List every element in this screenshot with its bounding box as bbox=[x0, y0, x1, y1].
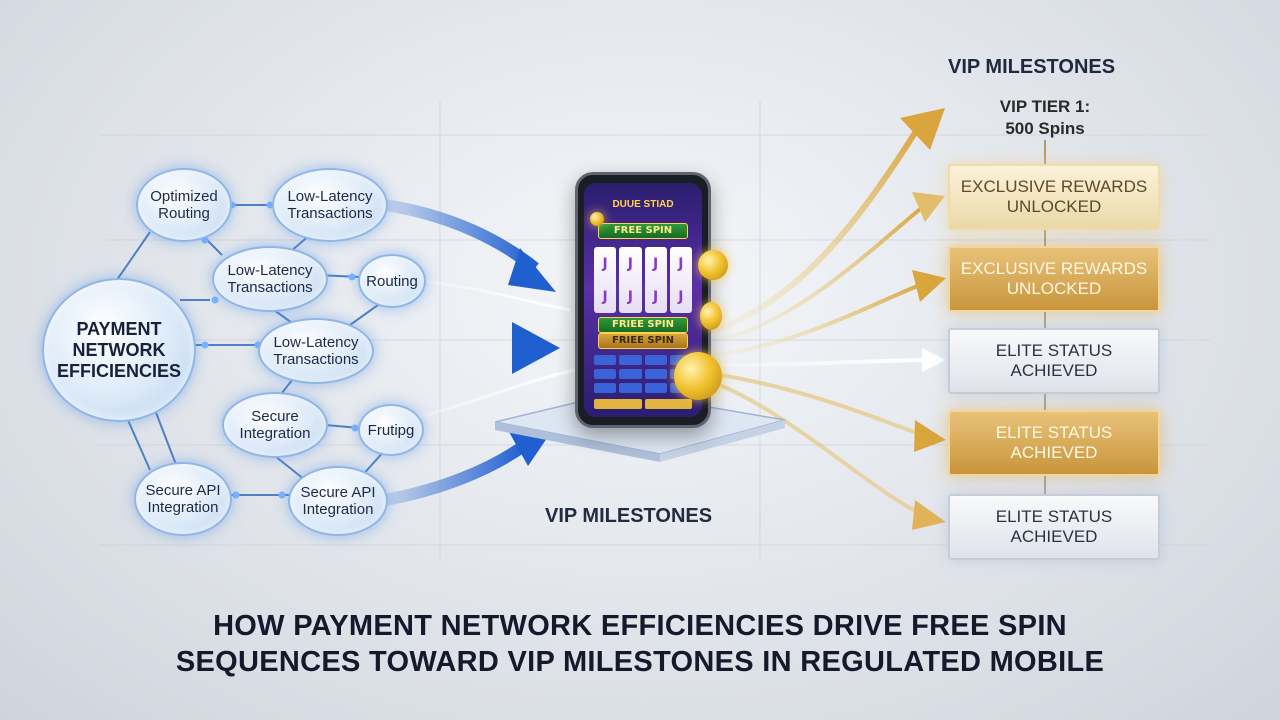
output-arrow-tier bbox=[713, 123, 923, 333]
network-node-low-latency-lower: Low-Latency Transactions bbox=[258, 318, 374, 384]
game-title: DUUE STIAD bbox=[612, 199, 674, 210]
milestone-label: ELITE STATUS ACHIEVED bbox=[995, 423, 1113, 462]
milestone-exclusive-rewards: EXCLUSIVE REWARDS UNLOCKED bbox=[948, 164, 1160, 230]
node-label: Secure API Integration bbox=[300, 484, 376, 518]
network-node-routing: Routing bbox=[358, 254, 426, 308]
free-spin-banner-top: FREE SPIN bbox=[598, 223, 688, 239]
milestone-label: ELITE STATUS ACHIEVED bbox=[995, 507, 1113, 546]
network-node-secure-api-right: Secure API Integration bbox=[288, 466, 388, 536]
output-arrow-1 bbox=[719, 203, 927, 342]
milestone-elite-status: ELITE STATUS ACHIEVED bbox=[948, 328, 1160, 394]
reel-symbol: J bbox=[627, 288, 633, 305]
reel-symbol: J bbox=[678, 255, 684, 272]
gold-coin-icon bbox=[700, 302, 722, 330]
network-junctions bbox=[146, 201, 359, 499]
output-arrow-3 bbox=[719, 358, 926, 367]
input-arrow-bottom bbox=[383, 440, 529, 506]
node-label: Routing bbox=[366, 272, 418, 290]
reel-symbol: J bbox=[653, 288, 659, 305]
node-label: Low-Latency Transactions bbox=[273, 334, 359, 368]
output-arrow-4 bbox=[719, 373, 926, 438]
network-node-low-latency-middle: Low-Latency Transactions bbox=[212, 246, 328, 312]
slot-game-screen: DUUE STIAD FREE SPIN J J J J J J J J bbox=[584, 183, 702, 417]
output-arrows bbox=[713, 108, 946, 530]
gold-coin-icon bbox=[698, 250, 728, 280]
network-node-optimized-routing: Optimized Routing bbox=[136, 168, 232, 242]
headline-line-1: HOW PAYMENT NETWORK EFFICIENCIES DRIVE F… bbox=[213, 610, 1067, 642]
network-node-secure-api-left: Secure API Integration bbox=[134, 462, 232, 536]
slot-reel: J J bbox=[594, 247, 617, 313]
slot-reels: J J J J J J J J bbox=[594, 247, 692, 313]
gold-coin-icon bbox=[590, 212, 604, 226]
node-label: Secure Integration bbox=[239, 408, 311, 442]
milestone-label: EXCLUSIVE REWARDS UNLOCKED bbox=[960, 177, 1148, 216]
reel-symbol: J bbox=[653, 255, 659, 272]
center-label: VIP MILESTONES bbox=[545, 505, 713, 527]
hub-node-label: PAYMENT NETWORK EFFICIENCIES bbox=[56, 318, 181, 381]
network-node-frutipg: Frutipg bbox=[358, 404, 424, 456]
milestone-elite-status: ELITE STATUS ACHIEVED bbox=[948, 410, 1160, 476]
node-label: Optimized Routing bbox=[150, 188, 218, 222]
slot-reel: J J bbox=[669, 247, 692, 313]
hub-node: PAYMENT NETWORK EFFICIENCIES bbox=[42, 278, 196, 422]
milestone-elite-status: ELITE STATUS ACHIEVED bbox=[948, 494, 1160, 560]
vip-tier-label: VIP TIER 1: 500 Spins bbox=[999, 97, 1091, 138]
reel-symbol: J bbox=[678, 288, 684, 305]
output-arrow-5 bbox=[719, 383, 926, 518]
milestone-label: ELITE STATUS ACHIEVED bbox=[995, 341, 1113, 380]
reel-symbol: J bbox=[602, 288, 608, 305]
input-stream-lower bbox=[409, 368, 576, 422]
mobile-phone: DUUE STIAD FREE SPIN J J J J J J J J bbox=[575, 172, 711, 428]
node-label: Secure API Integration bbox=[145, 482, 221, 516]
milestones-title: VIP MILESTONES bbox=[948, 56, 1116, 78]
reel-symbol: J bbox=[627, 255, 633, 272]
gold-coin-icon bbox=[674, 352, 722, 400]
network-node-low-latency-top: Low-Latency Transactions bbox=[272, 168, 388, 242]
free-spin-banner-lower: FRIEE SPIN bbox=[598, 333, 688, 349]
output-arrow-2 bbox=[719, 281, 926, 357]
free-spin-banner-middle: FRIEE SPIN bbox=[598, 317, 688, 333]
headline-line-2: SEQUENCES TOWARD VIP MILESTONES IN REGUL… bbox=[175, 646, 1105, 678]
slot-reel: J J bbox=[619, 247, 642, 313]
node-label: Low-Latency Transactions bbox=[227, 262, 313, 296]
network-node-secure-integration: Secure Integration bbox=[222, 392, 328, 458]
input-stream-upper bbox=[409, 278, 571, 312]
node-label: Frutipg bbox=[367, 421, 415, 439]
game-button-row bbox=[594, 399, 692, 409]
reel-symbol: J bbox=[602, 255, 608, 272]
slot-reel: J J bbox=[644, 247, 667, 313]
milestone-exclusive-rewards: EXCLUSIVE REWARDS UNLOCKED bbox=[948, 246, 1160, 312]
milestone-label: EXCLUSIVE REWARDS UNLOCKED bbox=[960, 259, 1148, 298]
node-label: Low-Latency Transactions bbox=[287, 188, 373, 222]
